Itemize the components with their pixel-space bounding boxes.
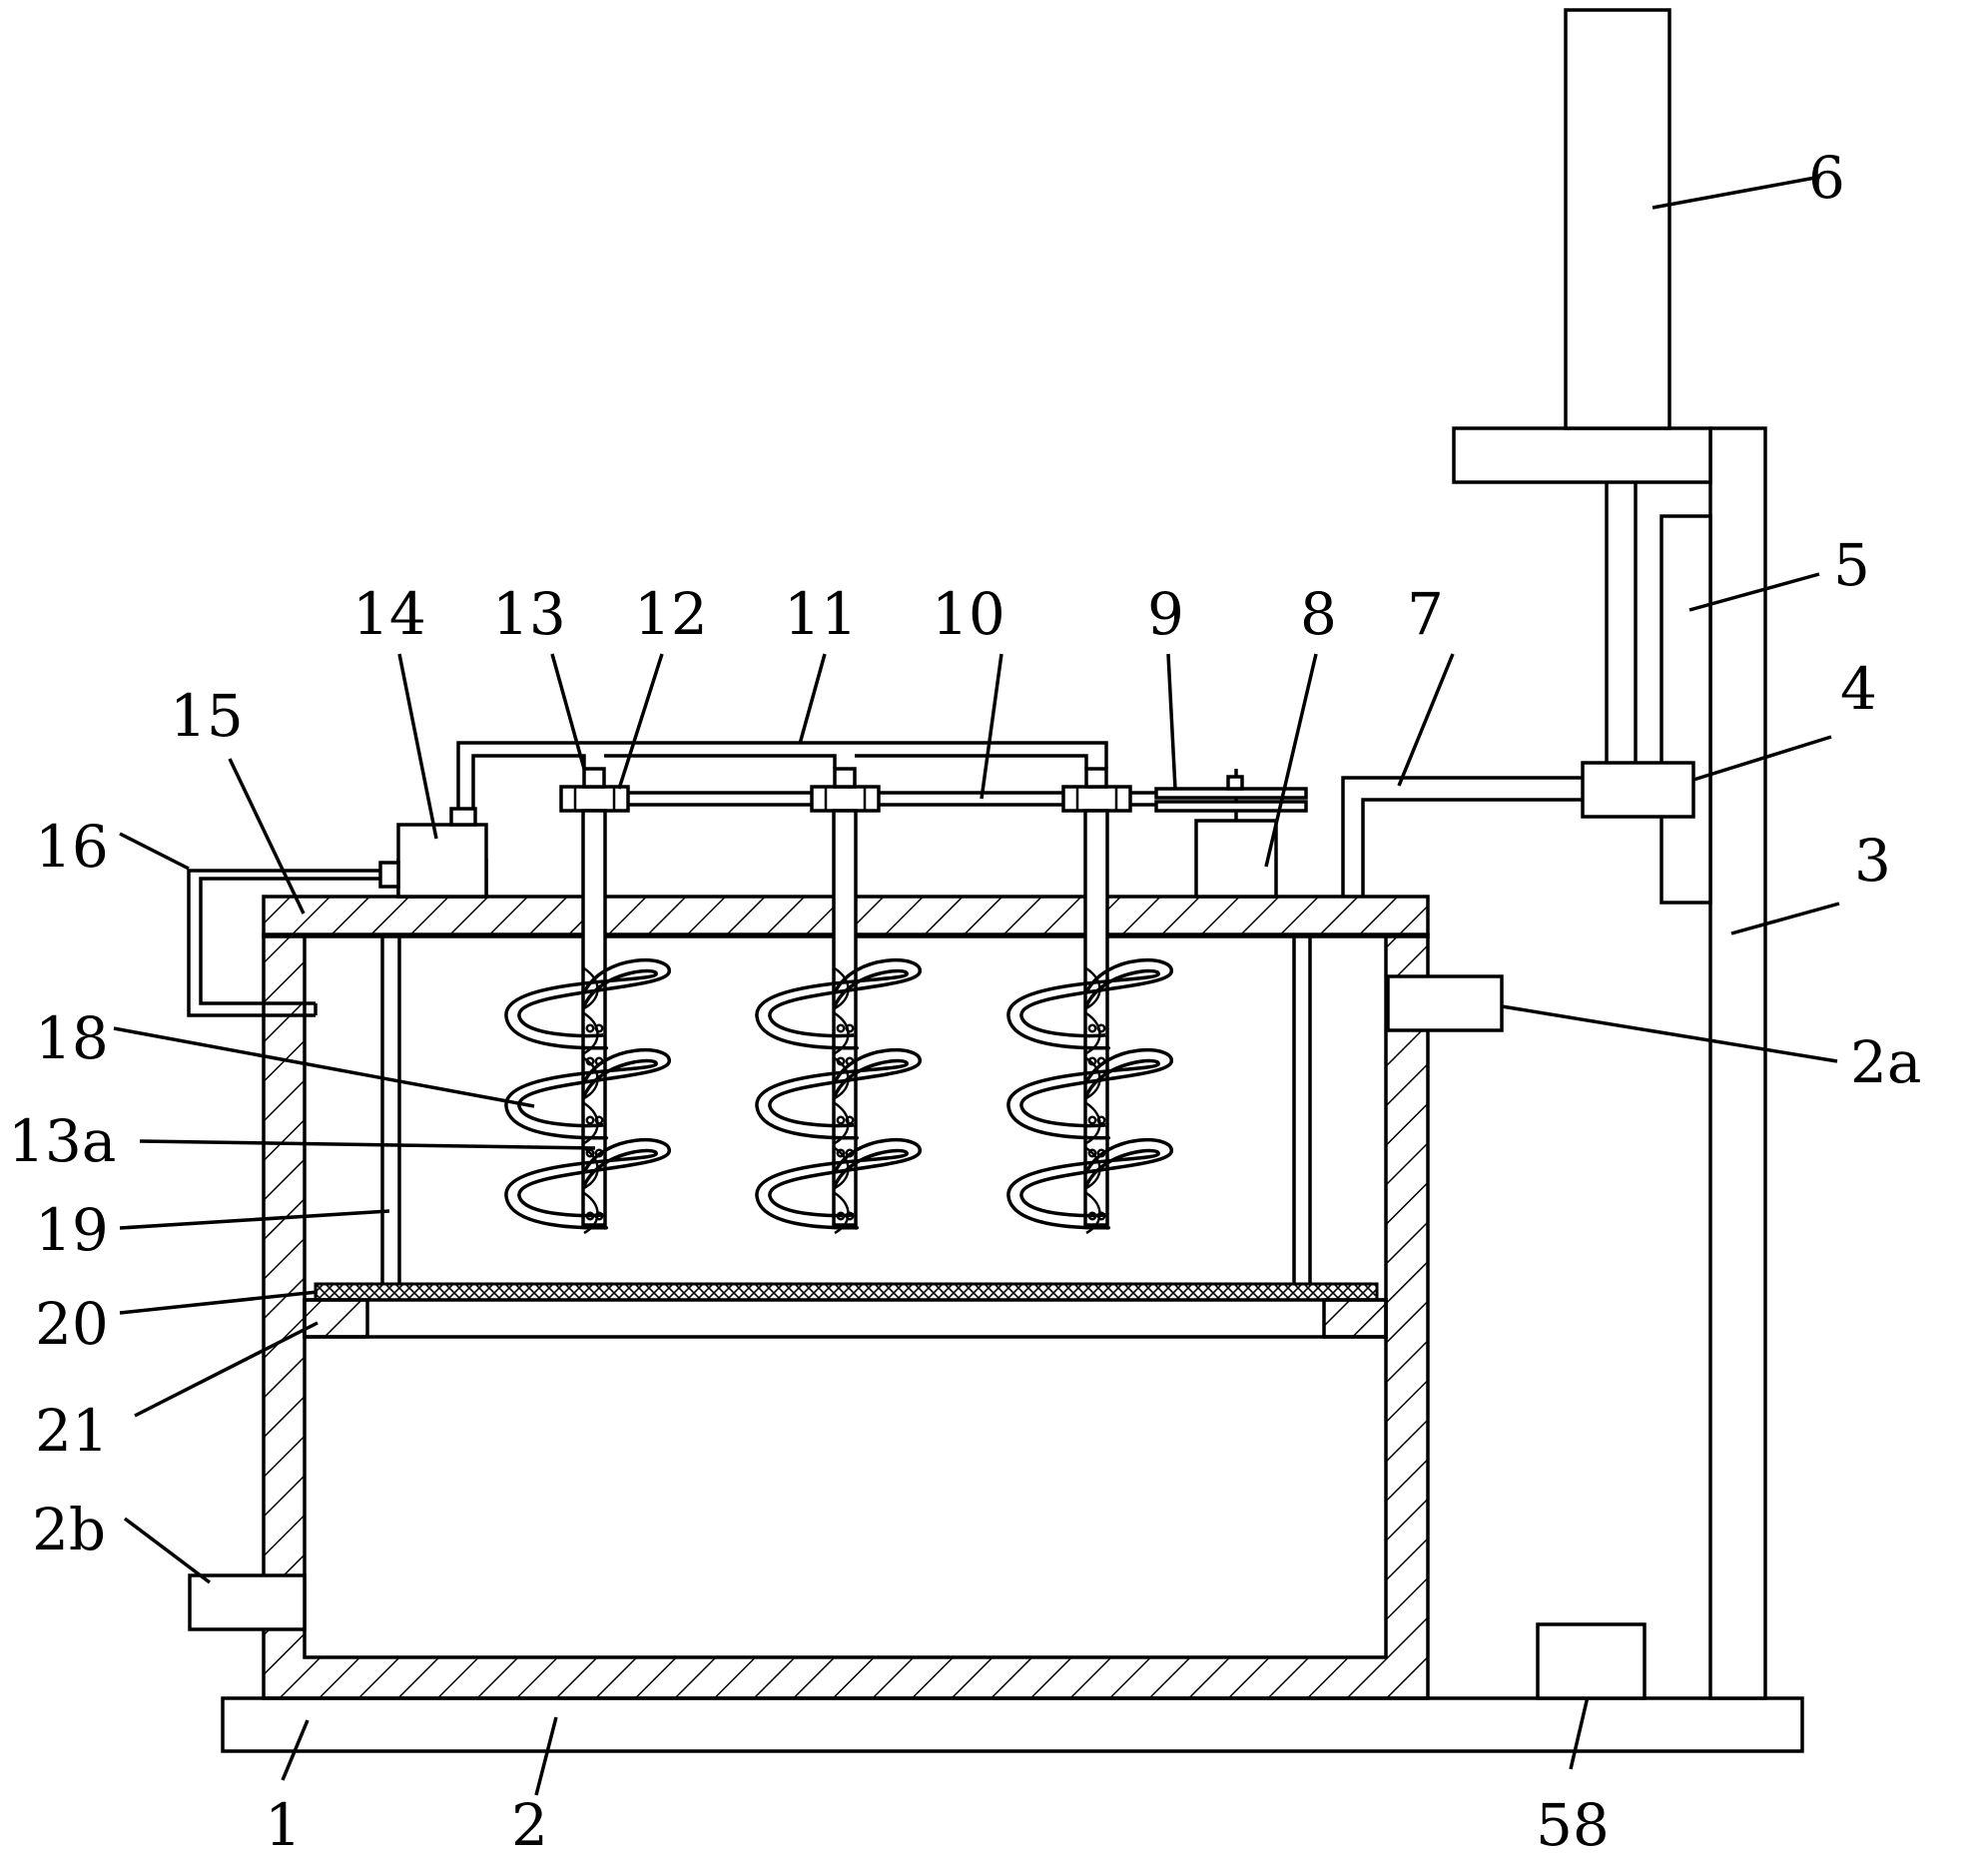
air-hole <box>585 1148 595 1158</box>
air-hole <box>1096 1148 1106 1158</box>
agitator-helix <box>504 957 671 1230</box>
label-13: 13 <box>492 580 566 648</box>
cross-arm <box>1452 426 1712 484</box>
air-hole <box>1096 1056 1106 1066</box>
slider-block <box>1581 761 1695 819</box>
support-block-left <box>303 1298 369 1339</box>
drive-belt-lower <box>1154 800 1308 813</box>
agitator-helix <box>1006 957 1173 1230</box>
air-hole <box>1087 1023 1097 1033</box>
leader-lines <box>113 176 1840 1796</box>
air-hole <box>836 1023 846 1033</box>
filter-screen <box>314 1282 1379 1302</box>
air-hole <box>1096 1023 1106 1033</box>
air-hole <box>845 1211 855 1221</box>
pump-body <box>396 823 488 899</box>
air-hole <box>845 1148 855 1158</box>
air-hole <box>594 1148 604 1158</box>
air-hole <box>1087 1148 1097 1158</box>
bearing-sleeve-3 <box>1061 785 1132 813</box>
air-hole <box>594 1115 604 1125</box>
agitator-helix <box>755 957 922 1230</box>
label-7: 7 <box>1407 580 1444 648</box>
label-16: 16 <box>35 813 109 881</box>
label-5: 5 <box>1833 531 1870 599</box>
rotary-joint-3 <box>1084 767 1108 789</box>
motor <box>1194 819 1278 899</box>
connecting-pipe <box>1341 776 1583 897</box>
label-21: 21 <box>35 1397 109 1465</box>
bearing-sleeve-2 <box>810 785 881 813</box>
pump-base <box>1536 1622 1647 1700</box>
air-hole <box>1096 1115 1106 1125</box>
hanger-rod-right <box>1292 936 1312 1284</box>
label-20: 20 <box>35 1290 109 1358</box>
air-hole <box>836 1115 846 1125</box>
outlet-pipe <box>188 1573 307 1631</box>
label-1: 1 <box>265 1791 302 1859</box>
label-11: 11 <box>784 580 858 648</box>
label-4: 4 <box>1840 655 1877 723</box>
air-hole <box>836 1211 846 1221</box>
air-hole <box>836 1056 846 1066</box>
support-block-right <box>1322 1298 1388 1339</box>
belt-pulley-cap <box>1226 775 1244 791</box>
label-10: 10 <box>932 580 1005 648</box>
air-hole <box>836 1148 846 1158</box>
label-19: 19 <box>35 1196 109 1264</box>
air-hole <box>594 1056 604 1066</box>
air-hole <box>585 1023 595 1033</box>
agitator-group <box>504 809 1173 1235</box>
inlet-pipe <box>1386 974 1504 1032</box>
label-9: 9 <box>1147 580 1184 648</box>
rotary-joint-2 <box>833 767 857 789</box>
label-2b: 2b <box>32 1496 106 1563</box>
air-hole <box>585 1115 595 1125</box>
bearing-sleeve-1 <box>559 785 630 813</box>
air-hole <box>594 1023 604 1033</box>
rotary-joint-1 <box>582 767 606 789</box>
air-hole <box>845 1115 855 1125</box>
label-2a: 2a <box>1850 1028 1921 1096</box>
air-hole <box>1087 1056 1097 1066</box>
pump-port <box>378 861 400 889</box>
air-hole <box>594 1211 604 1221</box>
label-6: 6 <box>1808 144 1845 212</box>
column <box>1708 426 1767 1700</box>
air-hole <box>845 1056 855 1066</box>
pump-outlet <box>449 807 477 827</box>
cylinder <box>1564 8 1671 430</box>
air-hole <box>1087 1115 1097 1125</box>
label-13a: 13a <box>8 1107 116 1175</box>
base-plate <box>221 1696 1804 1753</box>
air-hole <box>1087 1211 1097 1221</box>
label-8: 8 <box>1300 580 1337 648</box>
label-14: 14 <box>352 580 426 648</box>
label-58: 58 <box>1536 1791 1610 1859</box>
label-3: 3 <box>1854 827 1891 895</box>
slide-rail <box>1659 514 1712 905</box>
label-12: 12 <box>634 580 708 648</box>
label-18: 18 <box>35 1004 109 1072</box>
air-hole <box>585 1211 595 1221</box>
slider-rods <box>1605 482 1638 763</box>
label-2: 2 <box>511 1791 548 1859</box>
support-bar <box>303 1298 1388 1339</box>
sleeve-ticks <box>573 787 1118 811</box>
label-15: 15 <box>170 682 244 750</box>
hanger-rod-left <box>380 936 401 1284</box>
air-manifold <box>456 741 1108 822</box>
air-hole <box>1096 1211 1106 1221</box>
air-hole <box>585 1056 595 1066</box>
air-hole <box>845 1023 855 1033</box>
